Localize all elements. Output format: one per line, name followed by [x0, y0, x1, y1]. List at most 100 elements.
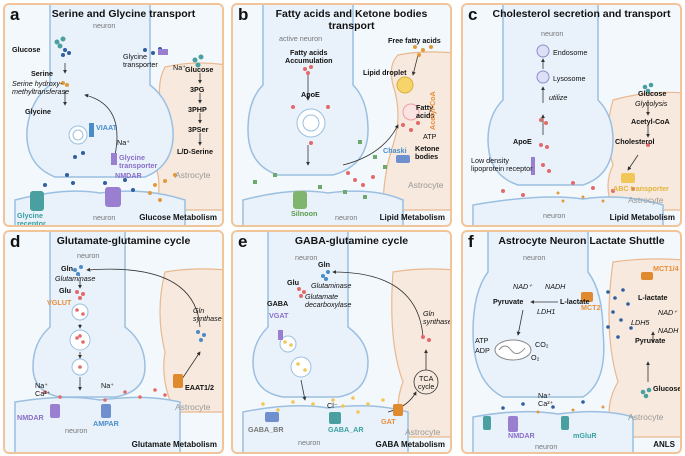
panel-letter: e — [238, 232, 248, 251]
label-serine: Serine — [31, 69, 53, 78]
endosome-shape — [536, 44, 550, 58]
gabab-receptor-shape — [265, 412, 279, 422]
label-pyruvate-right: Pyruvate — [635, 336, 666, 345]
label-endosome: Endosome — [553, 48, 588, 57]
mct14-shape — [641, 272, 653, 280]
label-vgat: VGAT — [269, 311, 289, 320]
label-gln-synthase: Gln synthase — [423, 309, 452, 326]
label-gln: Gln — [61, 264, 73, 273]
panel-title: Fatty acids and Ketone bodies transport — [275, 8, 428, 32]
label-neuron-bottom: neuron — [93, 213, 116, 222]
postsynaptic-neuron — [242, 405, 409, 452]
label-co2: CO₂ — [535, 340, 549, 349]
lysosome-shape — [536, 70, 550, 84]
label-nmdar: NMDAR — [115, 171, 142, 180]
label-nad-left: NAD⁺ — [513, 282, 532, 291]
label-na-ca: Na⁺ Ca²⁺ — [538, 391, 554, 408]
label-pyruvate-left: Pyruvate — [493, 297, 524, 306]
label-shmt: Serine hydroxy- methyltransferase — [12, 79, 70, 96]
label-glycine: Glycine — [25, 107, 51, 116]
label-glutaminase: Glutaminase — [311, 281, 352, 290]
glycine-receptor-shape — [30, 191, 44, 211]
label-eaat: EAAT1/2 — [185, 383, 215, 392]
ampar-shape — [101, 404, 111, 418]
panel-b: b Fatty acids and Ketone bodies transpor… — [231, 3, 452, 227]
panel-f-illustration — [472, 232, 680, 452]
label-atp: ATP — [475, 336, 489, 345]
label-gln: Gln — [318, 260, 330, 269]
mct2-shape — [581, 292, 593, 302]
label-glu: Glu — [287, 278, 299, 287]
panel-title: Astrocyte Neuron Lactate Shuttle — [498, 235, 665, 247]
label-active-neuron: active neuron — [279, 34, 323, 43]
label-glucose: Glucose — [653, 384, 682, 393]
panel-letter: d — [10, 232, 21, 251]
label-glycolysis: Glycolysis — [635, 99, 668, 108]
astrocyte-shape — [608, 258, 680, 438]
panel-footer: ANLS — [653, 440, 675, 449]
label-cholesterol: Cholesterol — [615, 137, 655, 146]
label-astrocyte: Astrocyte — [628, 195, 664, 205]
label-acetyl-coa: Acetyl-CoA — [631, 117, 670, 126]
label-ld-serine: L/D-Serine — [177, 147, 213, 156]
panel-title: Cholesterol secretion and transport — [492, 8, 671, 20]
presynaptic-neuron — [487, 5, 614, 186]
label-llactate-right: L-lactate — [638, 293, 668, 302]
label-adp: ADP — [475, 346, 490, 355]
panel-title: Serine and Glycine transport — [51, 8, 196, 20]
label-mct14: MCT1/4 — [653, 264, 679, 273]
panel-c-illustration — [472, 5, 680, 225]
panel-a-illustration — [14, 5, 222, 225]
label-utilize: utilize — [549, 93, 568, 102]
panel-letter: c — [468, 5, 478, 24]
label-chaski: Chaski — [383, 146, 407, 155]
label-glycine-transporter-top: Glycine transporter — [123, 52, 158, 69]
label-ldh5: LDH5 — [631, 318, 650, 327]
panel-title: GABA-glutamine cycle — [294, 235, 409, 247]
label-neuron-bottom: neuron — [543, 211, 566, 220]
ldl-receptor-shape — [531, 157, 535, 175]
panel-footer: GABA Metabolism — [375, 440, 446, 449]
label-3pg: 3PG — [190, 85, 205, 94]
panel-footer: Glutamate Metabolism — [131, 440, 217, 449]
label-glucose: Glucose — [638, 89, 667, 98]
abc-transporter-shape — [621, 173, 635, 183]
label-neuron-bottom: neuron — [535, 442, 558, 451]
label-nadh-left: NADH — [545, 282, 566, 291]
label-na-top: Na⁺ — [173, 63, 186, 72]
label-ampar: AMPAR — [93, 419, 119, 428]
label-astrocyte: Astrocyte — [175, 170, 211, 180]
label-gabaa-receptor: GABA_AR — [328, 425, 364, 434]
panel-b-illustration — [242, 5, 450, 225]
label-neuron-bottom: neuron — [298, 438, 321, 447]
label-lipid-droplet: Lipid droplet — [363, 68, 407, 77]
lipid-droplet-shape — [396, 76, 414, 94]
label-astrocyte: Astrocyte — [175, 402, 211, 412]
label-apoe: ApoE — [513, 137, 532, 146]
panel-letter: f — [468, 232, 474, 251]
silnoon-shape — [293, 191, 307, 209]
label-na: Na⁺ — [101, 381, 114, 390]
nmdar-shape — [50, 404, 60, 418]
label-gln-synthase: Gln synthase — [193, 306, 222, 323]
label-nad-right: NAD⁺ — [658, 308, 677, 317]
label-astrocyte: Astrocyte — [408, 180, 444, 190]
nmdar-shape — [508, 416, 518, 432]
label-neuron-top: neuron — [541, 29, 564, 38]
label-glycine-receptor: Glycine receptor — [17, 211, 46, 227]
label-neuron-top: neuron — [93, 21, 116, 30]
mglur-shape — [561, 416, 569, 430]
label-silnoon: Silnoon — [291, 209, 318, 218]
label-nmdar: NMDAR — [508, 431, 535, 440]
label-3pser: 3PSer — [188, 125, 209, 134]
panel-a: a Serine and Glycine transport neuron Gl… — [3, 3, 224, 227]
label-ldl-receptor: Low density lipoprotein receptor — [471, 156, 533, 173]
panel-footer: Lipid Metabolism — [379, 213, 445, 222]
label-glu: Glu — [59, 286, 71, 295]
nmdar-shape — [105, 187, 121, 207]
chaski-shape — [396, 155, 410, 163]
label-fatty-acids-accumulation: Fatty acids Accumulation — [285, 48, 333, 65]
label-neuron-top: neuron — [295, 253, 318, 262]
label-lysosome: Lysosome — [553, 74, 586, 83]
label-viaat: VIAAT — [96, 123, 118, 132]
